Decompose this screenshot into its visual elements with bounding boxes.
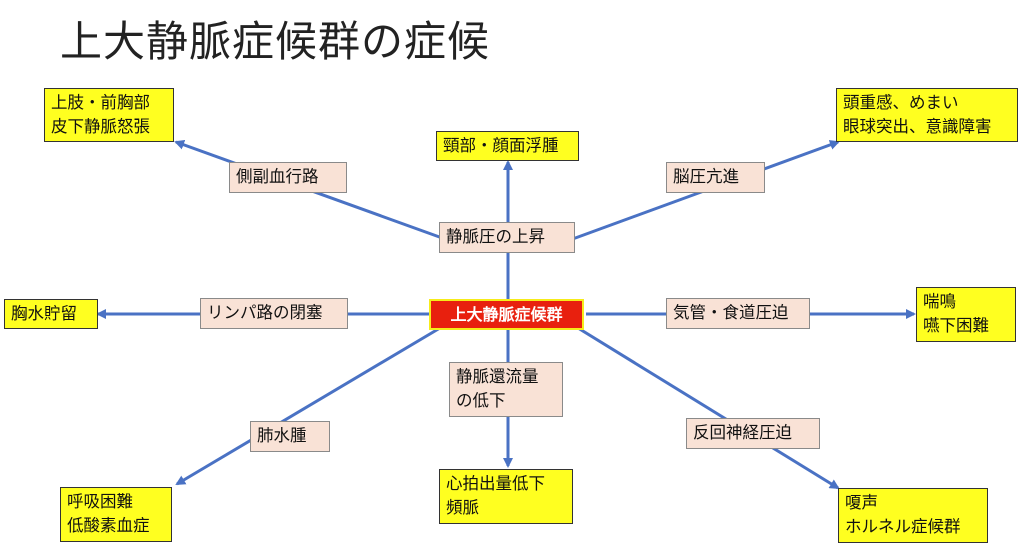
symptom-line: 眼球突出、意識障害 bbox=[843, 117, 992, 136]
mechanism-label: の低下 bbox=[456, 391, 506, 410]
symptom-line: 頭重感、めまい bbox=[843, 93, 959, 112]
symptom-line: 皮下静脈怒張 bbox=[51, 117, 150, 136]
symptom-line: 心拍出量低下 bbox=[446, 474, 545, 493]
mechanism-label: 静脈圧の上昇 bbox=[446, 227, 545, 246]
center-label: 上大静脈症候群 bbox=[450, 305, 563, 324]
symptom-line: 嚥下困難 bbox=[923, 316, 989, 335]
mechanism-label: リンパ路の閉塞 bbox=[207, 303, 323, 322]
mechanism-label: 脳圧亢進 bbox=[673, 167, 739, 186]
arrow-to-upper-limb bbox=[174, 140, 471, 250]
center-node: 上大静脈症候群 bbox=[429, 299, 584, 330]
symptom-line: 喘鳴 bbox=[923, 292, 956, 311]
mechanism-label: 気管・食道圧迫 bbox=[673, 303, 789, 322]
mechanism-intracranial: 脳圧亢進 bbox=[666, 162, 765, 193]
mechanism-trachea: 気管・食道圧迫 bbox=[666, 298, 810, 329]
mechanism-label: 静脈還流量 bbox=[456, 367, 539, 386]
symptom-resp: 呼吸困難 低酸素血症 bbox=[60, 487, 172, 542]
symptom-line: 頻脈 bbox=[446, 498, 479, 517]
symptom-cardiac: 心拍出量低下 頻脈 bbox=[439, 469, 573, 524]
symptom-line: 低酸素血症 bbox=[67, 516, 150, 535]
mechanism-label: 肺水腫 bbox=[257, 426, 307, 445]
symptom-line: ホルネル症候群 bbox=[845, 517, 961, 536]
mechanism-label: 反回神経圧迫 bbox=[693, 423, 792, 442]
mechanism-collateral: 側副血行路 bbox=[229, 162, 347, 193]
symptom-line: 胸水貯留 bbox=[11, 304, 77, 323]
symptom-wheeze: 喘鳴 嚥下困難 bbox=[916, 287, 1016, 342]
arrow-to-headache bbox=[547, 140, 840, 250]
mechanism-venous-pressure: 静脈圧の上昇 bbox=[439, 222, 575, 253]
symptom-line: 頸部・顔面浮腫 bbox=[443, 136, 559, 155]
symptom-line: 嗄声 bbox=[845, 493, 878, 512]
arrow-to-voice bbox=[577, 326, 840, 490]
mechanism-label: 側副血行路 bbox=[236, 167, 319, 186]
mechanism-recurrent-nerve: 反回神経圧迫 bbox=[686, 418, 820, 449]
symptom-pleural: 胸水貯留 bbox=[4, 299, 98, 329]
mechanism-return-flow: 静脈還流量 の低下 bbox=[449, 362, 563, 417]
symptom-headache: 頭重感、めまい 眼球突出、意識障害 bbox=[836, 88, 1018, 142]
symptom-upper-limb: 上肢・前胸部 皮下静脈怒張 bbox=[44, 88, 174, 142]
symptom-neck-face: 頸部・顔面浮腫 bbox=[436, 131, 579, 161]
symptom-voice: 嗄声 ホルネル症候群 bbox=[838, 488, 988, 543]
page-title: 上大静脈症候群の症候 bbox=[60, 17, 491, 66]
symptom-line: 上肢・前胸部 bbox=[51, 93, 150, 112]
mechanism-pulm-edema: 肺水腫 bbox=[250, 421, 330, 452]
symptom-line: 呼吸困難 bbox=[67, 492, 133, 511]
arrow-to-resp bbox=[175, 326, 441, 486]
mechanism-lymph: リンパ路の閉塞 bbox=[200, 298, 348, 329]
